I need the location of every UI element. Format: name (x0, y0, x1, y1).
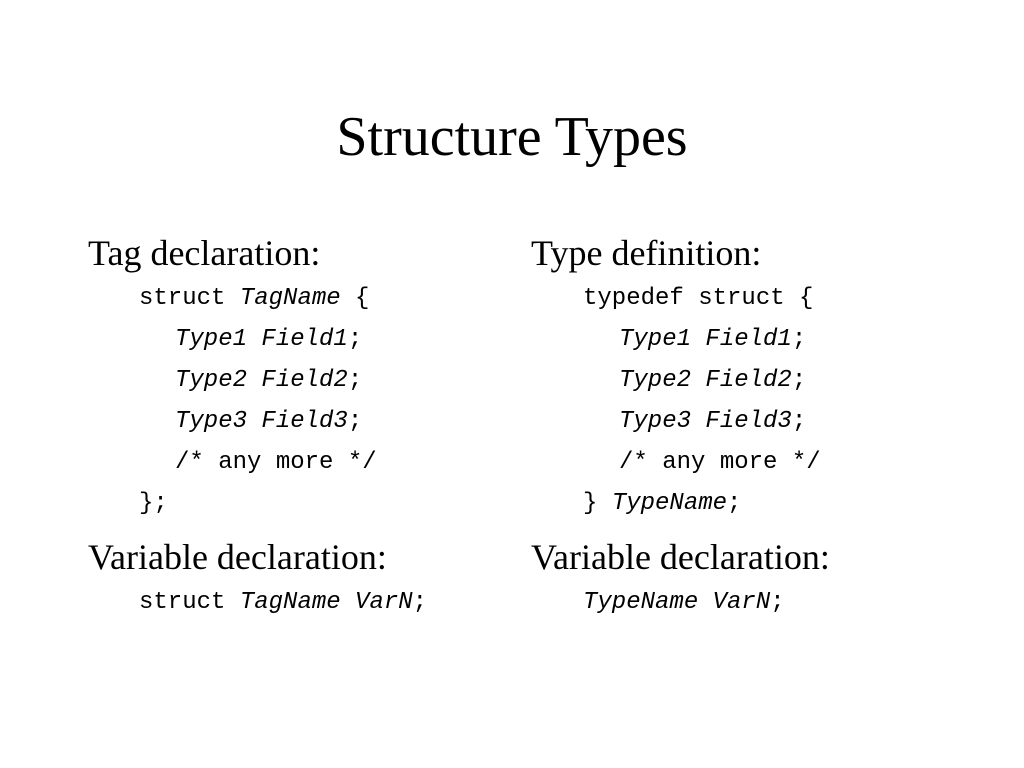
tag-code-line-6: }; (139, 490, 168, 518)
tag-code-line-4: Type3 Field3; (175, 408, 362, 436)
code-keyword: ; (791, 367, 807, 394)
code-placeholder: TagName (239, 285, 341, 312)
code-keyword: typedef struct { (583, 285, 814, 312)
code-keyword: ; (412, 589, 428, 616)
code-keyword: ; (791, 408, 807, 435)
typedef-code-line-5: /* any more */ (619, 449, 821, 477)
typedef-code-line-6: } TypeName; (583, 490, 741, 518)
code-placeholder: Type2 Field2 (619, 367, 792, 394)
left-variable-declaration-heading: Variable declaration: (88, 537, 387, 577)
code-keyword: } (583, 490, 612, 517)
code-keyword: struct (139, 589, 240, 616)
type-definition-heading: Type definition: (531, 233, 762, 273)
code-keyword: /* any more */ (175, 449, 377, 476)
tag-code-line-3: Type2 Field2; (175, 367, 362, 395)
code-placeholder: TypeName (611, 490, 728, 517)
code-keyword: struct (139, 285, 240, 312)
code-keyword: ; (347, 367, 363, 394)
slide-title: Structure Types (336, 106, 688, 168)
left-variable-code: struct TagName VarN; (139, 589, 427, 617)
typedef-code-line-4: Type3 Field3; (619, 408, 806, 436)
right-variable-code: TypeName VarN; (583, 589, 785, 617)
code-keyword: { (340, 285, 370, 312)
typedef-code-line-1: typedef struct { (583, 285, 813, 313)
code-placeholder: Type3 Field3 (175, 408, 348, 435)
code-keyword: }; (139, 490, 168, 517)
code-keyword: ; (727, 490, 742, 517)
code-keyword: ; (347, 326, 363, 353)
typedef-code-line-3: Type2 Field2; (619, 367, 806, 395)
code-keyword: ; (347, 408, 363, 435)
right-variable-declaration-heading: Variable declaration: (531, 537, 830, 577)
code-keyword: ; (791, 326, 807, 353)
code-placeholder: Type3 Field3 (619, 408, 792, 435)
code-placeholder: TypeName VarN (583, 589, 771, 616)
code-keyword: ; (770, 589, 785, 616)
tag-code-line-5: /* any more */ (175, 449, 377, 477)
code-placeholder: TagName VarN (239, 589, 413, 616)
code-placeholder: Type1 Field1 (619, 326, 792, 353)
code-placeholder: Type1 Field1 (175, 326, 348, 353)
typedef-code-line-2: Type1 Field1; (619, 326, 806, 354)
tag-code-line-1: struct TagName { (139, 285, 369, 313)
tag-code-line-2: Type1 Field1; (175, 326, 362, 354)
tag-declaration-heading: Tag declaration: (88, 233, 321, 273)
code-keyword: /* any more */ (619, 449, 821, 476)
code-placeholder: Type2 Field2 (175, 367, 348, 394)
